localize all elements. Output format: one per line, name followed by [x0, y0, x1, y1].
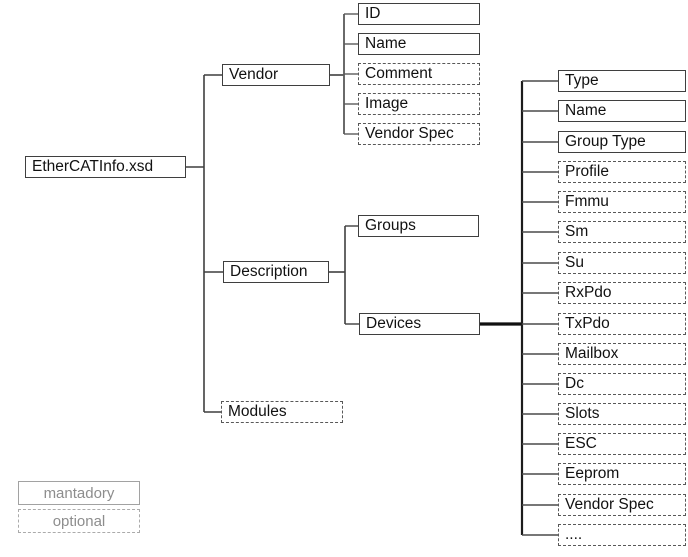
node-device-name: Name	[558, 100, 686, 122]
node-device-esc: ESC	[558, 433, 686, 455]
node-device-su: Su	[558, 252, 686, 274]
node-device-eeprom: Eeprom	[558, 463, 686, 485]
node-groups: Groups	[358, 215, 479, 237]
node-device-txpdo: TxPdo	[558, 313, 686, 335]
node-vendor-image: Image	[358, 93, 480, 115]
node-vendor: Vendor	[222, 64, 330, 86]
node-device-profile: Profile	[558, 161, 686, 183]
node-device-sm: Sm	[558, 221, 686, 243]
legend-optional: optional	[18, 509, 140, 533]
node-devices: Devices	[359, 313, 480, 335]
node-ethercatinfo-xsd: EtherCATInfo.xsd	[25, 156, 186, 178]
node-vendor-id: ID	[358, 3, 480, 25]
node-device-type: Type	[558, 70, 686, 92]
node-description: Description	[223, 261, 329, 283]
legend-mandatory: mantadory	[18, 481, 140, 505]
node-modules: Modules	[221, 401, 343, 423]
node-vendor-name: Name	[358, 33, 480, 55]
node-device-vendor-spec: Vendor Spec	[558, 494, 686, 516]
node-device-rxpdo: RxPdo	[558, 282, 686, 304]
node-device-more: ....	[558, 524, 686, 546]
node-device-mailbox: Mailbox	[558, 343, 686, 365]
node-device-fmmu: Fmmu	[558, 191, 686, 213]
node-vendor-vendor-spec: Vendor Spec	[358, 123, 480, 145]
node-vendor-comment: Comment	[358, 63, 480, 85]
node-device-slots: Slots	[558, 403, 686, 425]
node-device-dc: Dc	[558, 373, 686, 395]
node-device-group-type: Group Type	[558, 131, 686, 153]
